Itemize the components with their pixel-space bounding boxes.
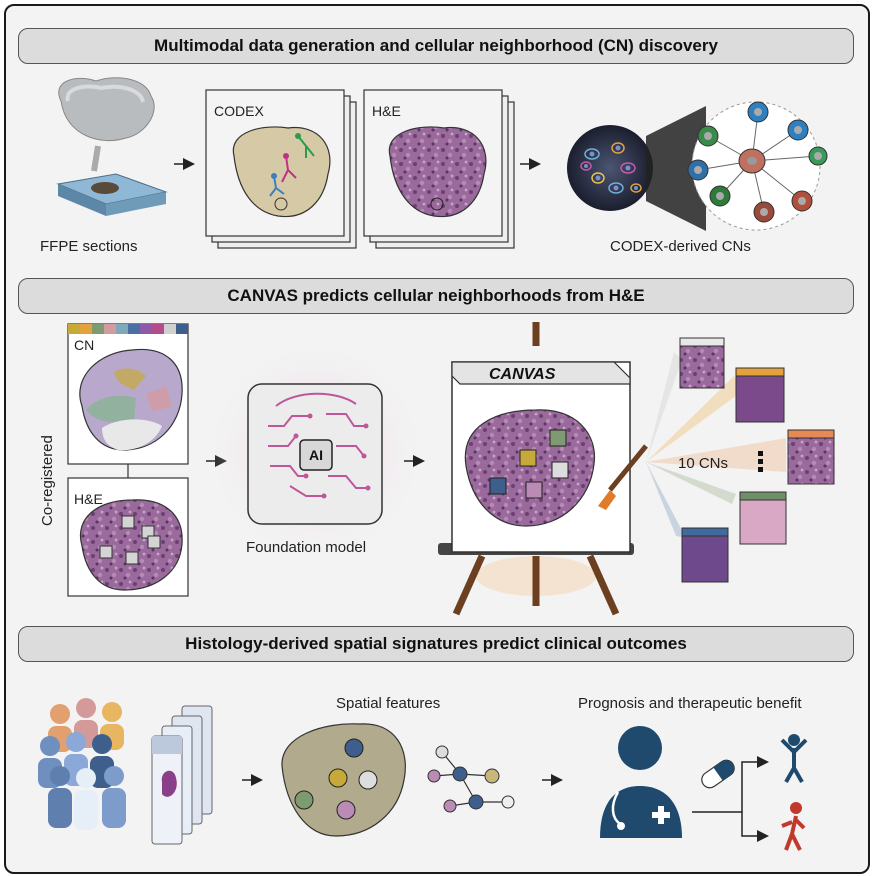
he2-label: H&E: [74, 491, 103, 507]
he-label: H&E: [372, 103, 401, 119]
codex-slide-stack: [205, 89, 357, 249]
doctor-icon: [600, 726, 682, 838]
section-1-title: Multimodal data generation and cellular …: [18, 28, 854, 64]
cn-label: CN: [74, 337, 94, 353]
ffpe-label: FFPE sections: [40, 238, 138, 255]
feature-graph-icon: [427, 745, 515, 813]
patient-cohort-icon: [38, 698, 126, 830]
codex-cns-label: CODEX-derived CNs: [610, 238, 751, 255]
sick-person-icon: [781, 802, 806, 851]
ten-cns-label: 10 CNs: [678, 455, 728, 472]
cn-zoom-circle: [567, 106, 706, 231]
coregistered-label: Co-registered: [39, 435, 56, 526]
prognosis-label: Prognosis and therapeutic benefit: [578, 695, 802, 712]
foundation-model-label: Foundation model: [246, 539, 366, 556]
figure-frame: Multimodal data generation and cellular …: [4, 4, 870, 874]
section-2-title: CANVAS predicts cellular neighborhoods f…: [18, 278, 854, 314]
he-slide-stack: [363, 89, 515, 249]
section-3-title: Histology-derived spatial signatures pre…: [18, 626, 854, 662]
codex-label: CODEX: [214, 103, 264, 119]
pill-icon: [701, 759, 735, 789]
cn-tiles: [679, 337, 835, 583]
ai-label: AI: [309, 447, 323, 463]
healthy-person-icon: [780, 734, 808, 783]
cn-graph-network: [687, 101, 828, 231]
spatial-features-label: Spatial features: [336, 695, 440, 712]
figure-graphics: FFPE sections CODEX H&E: [38, 77, 835, 851]
cn-map-panel: [67, 323, 189, 465]
canvas-easel: [438, 322, 648, 616]
vertical-ellipsis-icon: [758, 451, 763, 472]
foundation-model-icon: [206, 341, 426, 561]
cn-color-strip: [68, 324, 188, 334]
he-tile-panel: [67, 477, 189, 597]
outcome-branch: [692, 756, 769, 842]
slide-stack-icon: [151, 705, 213, 845]
ffpe-block-icon: [56, 77, 168, 216]
spatial-features-tissue: [281, 723, 406, 837]
cn-beams: [646, 352, 786, 538]
canvas-label: CANVAS: [489, 366, 556, 383]
